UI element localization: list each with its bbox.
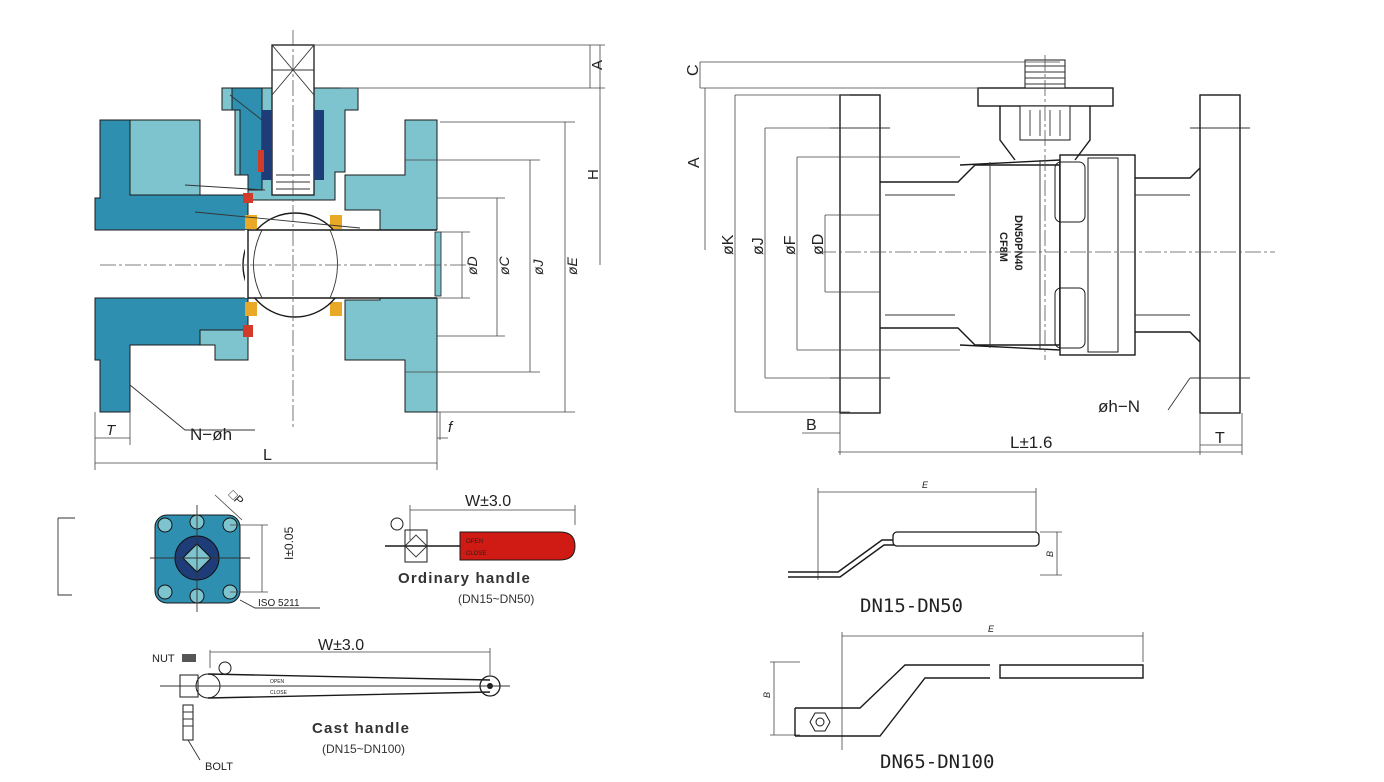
dim-T-left: T: [106, 422, 117, 439]
dim-C-right: C: [685, 64, 702, 76]
cast-nut-label: NUT: [152, 653, 175, 665]
seat-lower-right: [330, 302, 342, 316]
dim-E-left: øE: [564, 256, 580, 275]
seat-upper-left: [245, 215, 257, 229]
dim-D-right: øD: [810, 234, 827, 255]
iso-mounting-detail: I±0.05 □P ISO 5211: [57, 487, 320, 612]
dim-Nh-left: N−øh: [190, 425, 232, 444]
cast-dim-W: W±3.0: [318, 637, 364, 654]
dim-T-right: T: [1215, 430, 1225, 447]
dim-F-right: øF: [782, 235, 799, 255]
ordinary-tag-close: CLOSE: [466, 551, 486, 557]
flange-right: [1199, 94, 1241, 414]
body-mark-2: CF8M: [997, 232, 1009, 262]
dim-D-left: øD: [464, 256, 480, 275]
dim-C-left: øC: [496, 255, 512, 275]
dim-J-left: øJ: [530, 258, 546, 275]
cast-tag-close: CLOSE: [270, 690, 288, 696]
dim-L-left: L: [263, 447, 272, 464]
cast-tag-open: OPEN: [270, 679, 285, 685]
end-cap: [1059, 154, 1136, 356]
large-handle-drawing: E B DN65-DN100: [762, 624, 1144, 773]
cast-handle-title: Cast handle: [312, 720, 410, 737]
dim-A-left: A: [589, 60, 606, 70]
large-handle-range: DN65-DN100: [880, 751, 994, 773]
flange-left: [839, 94, 881, 414]
cast-handle-range: (DN15~DN100): [322, 742, 405, 756]
large-dim-B: B: [762, 692, 772, 698]
ordinary-dim-W: W±3.0: [465, 493, 511, 510]
exterior-view: DN50PN40 CF8M: [820, 55, 1275, 414]
ordinary-tag-open: OPEN: [466, 539, 483, 545]
ordinary-handle-title: Ordinary handle: [398, 570, 531, 587]
body-mark-1: DN50PN40: [1012, 215, 1024, 271]
dim-hN-right: øh−N: [1098, 397, 1140, 416]
dim-H-left: H: [585, 169, 602, 180]
cast-handle-drawing: W±3.0 NUT OPEN CLOSE BOLT Cast handle (D…: [152, 637, 510, 773]
seal-red-1: [258, 150, 264, 172]
packing-right: [314, 110, 324, 180]
seat-lower-left: [245, 302, 257, 316]
dim-L-right: L±1.6: [1010, 433, 1052, 452]
cast-bolt-label: BOLT: [205, 761, 233, 773]
ordinary-handle-drawing: W±3.0 OPEN CLOSE Ordinary handle (DN15~D…: [385, 493, 576, 606]
right-dimensions: C A øK øJ øF øD B L±1.6 T øh−N: [685, 61, 1243, 455]
seal-red-2: [243, 193, 253, 203]
mounting-pad: [977, 87, 1114, 107]
left-dimensions: A H øD øC øJ øE T N−øh f L: [94, 44, 606, 470]
sectional-view: [94, 30, 470, 430]
ordinary-handle-grip: [459, 531, 576, 561]
dim-f-left: f: [448, 419, 454, 436]
iso-label: ISO 5211: [258, 598, 300, 609]
large-handle-nut: [809, 712, 831, 732]
dim-J-right: øJ: [750, 237, 767, 255]
dim-I: I±0.05: [282, 526, 296, 560]
ordinary-handle-range: (DN15~DN50): [458, 592, 534, 606]
dim-A-right: A: [686, 157, 703, 168]
small-dim-B: B: [1045, 551, 1055, 557]
seal-red-3: [243, 325, 253, 337]
seat-upper-right: [330, 215, 342, 229]
body-dark-bottom: [94, 297, 249, 413]
small-handle-grip: [892, 531, 1040, 547]
dim-P: □P: [226, 487, 247, 508]
large-dim-E: E: [988, 624, 995, 634]
packing-left: [262, 110, 272, 180]
small-handle-range: DN15-DN50: [860, 595, 963, 617]
dim-B-right: B: [806, 417, 817, 434]
small-handle-drawing: E B DN15-DN50: [788, 480, 1062, 617]
small-dim-E: E: [922, 480, 929, 490]
dim-K-right: øK: [720, 234, 737, 255]
